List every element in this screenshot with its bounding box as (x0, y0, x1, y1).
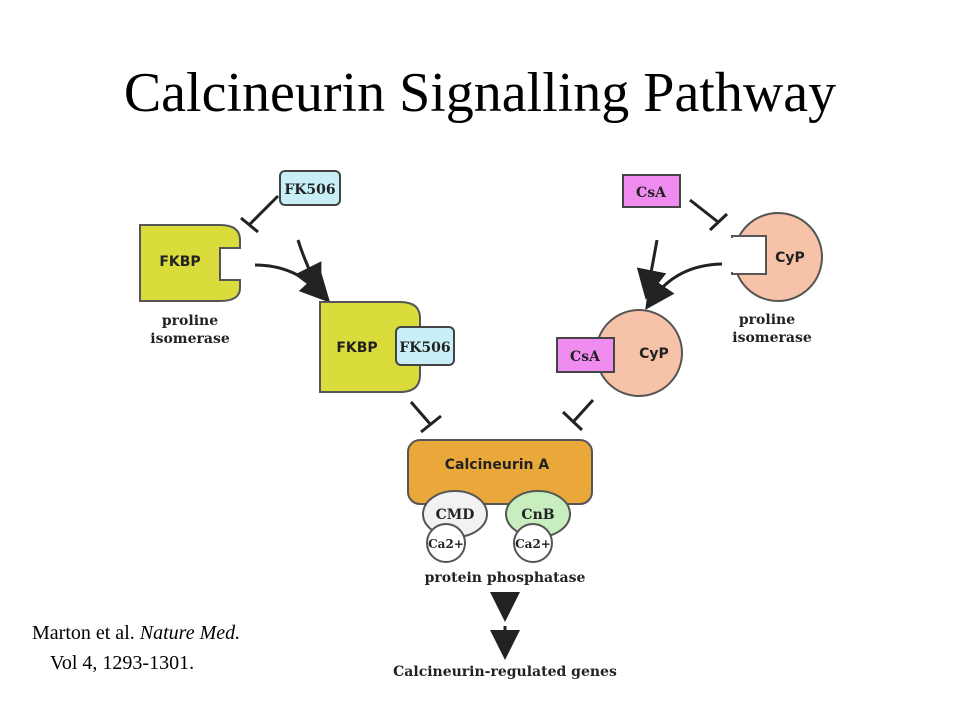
inhibit-fkbp-calcineurin (409, 401, 442, 434)
fkbp-desc-line2: isomerase (150, 331, 230, 347)
fk506-free-box: FK506 (279, 170, 341, 206)
calcium-left-label: Ca2+ (428, 537, 464, 551)
fkbp-fk506-complex: FKBP FK506 (319, 301, 455, 393)
csa-complex-label: CsA (570, 349, 601, 365)
calcium-right: Ca2+ (513, 523, 553, 563)
csa-free-label: CsA (636, 185, 667, 201)
cmd-label: CMD (436, 507, 475, 523)
phosphatase-label: protein phosphatase (425, 570, 586, 586)
binding-arrow-fk506 (294, 239, 322, 295)
fkbp-free-label: FKBP (159, 254, 200, 270)
binding-arrow-csa (636, 239, 667, 300)
citation-line1: Marton et al. Nature Med. (32, 618, 240, 648)
csa-free-box: CsA (622, 174, 681, 208)
fkbp-desc-line1: proline (162, 313, 218, 329)
cyp-desc-line1: proline (739, 312, 795, 328)
binding-arrow-cyp (645, 262, 723, 310)
cyp-desc-line2: isomerase (732, 330, 812, 346)
citation-volume: Vol 4, 1293-1301. (50, 652, 195, 674)
cyp-complex-label: CyP (639, 346, 669, 362)
cnb-label: CnB (521, 507, 554, 523)
calcineurin-a-label: Calcineurin A (445, 457, 550, 473)
fk506-free-label: FK506 (284, 182, 335, 198)
fkbp-free-shape: FKBP (139, 224, 241, 302)
calcium-right-label: Ca2+ (515, 537, 551, 551)
genes-label: Calcineurin-regulated genes (393, 664, 617, 680)
fk506-complex-label: FK506 (399, 340, 450, 356)
citation: Marton et al. Nature Med. Vol 4, 1293-13… (32, 618, 240, 678)
cyp-free-label: CyP (775, 250, 805, 266)
inhibit-cyp-calcineurin (561, 398, 595, 432)
calcium-left: Ca2+ (426, 523, 466, 563)
csa-cyp-complex: CyP CsA (556, 309, 683, 397)
calcineurin-a-box: Calcineurin A (407, 439, 593, 505)
binding-arrow-fkbp (254, 263, 331, 303)
inhibit-fk506-fkbp (240, 194, 280, 234)
inhibit-csa-cyp (689, 198, 729, 232)
cnb-subunit: CnB (505, 490, 571, 538)
fkbp-complex-label: FKBP (336, 340, 377, 356)
citation-journal: Nature Med. (139, 622, 241, 644)
citation-authors: Marton et al. (32, 622, 135, 644)
page-title: Calcineurin Signalling Pathway (123, 62, 837, 124)
cyp-free-shape: CyP (728, 212, 823, 302)
